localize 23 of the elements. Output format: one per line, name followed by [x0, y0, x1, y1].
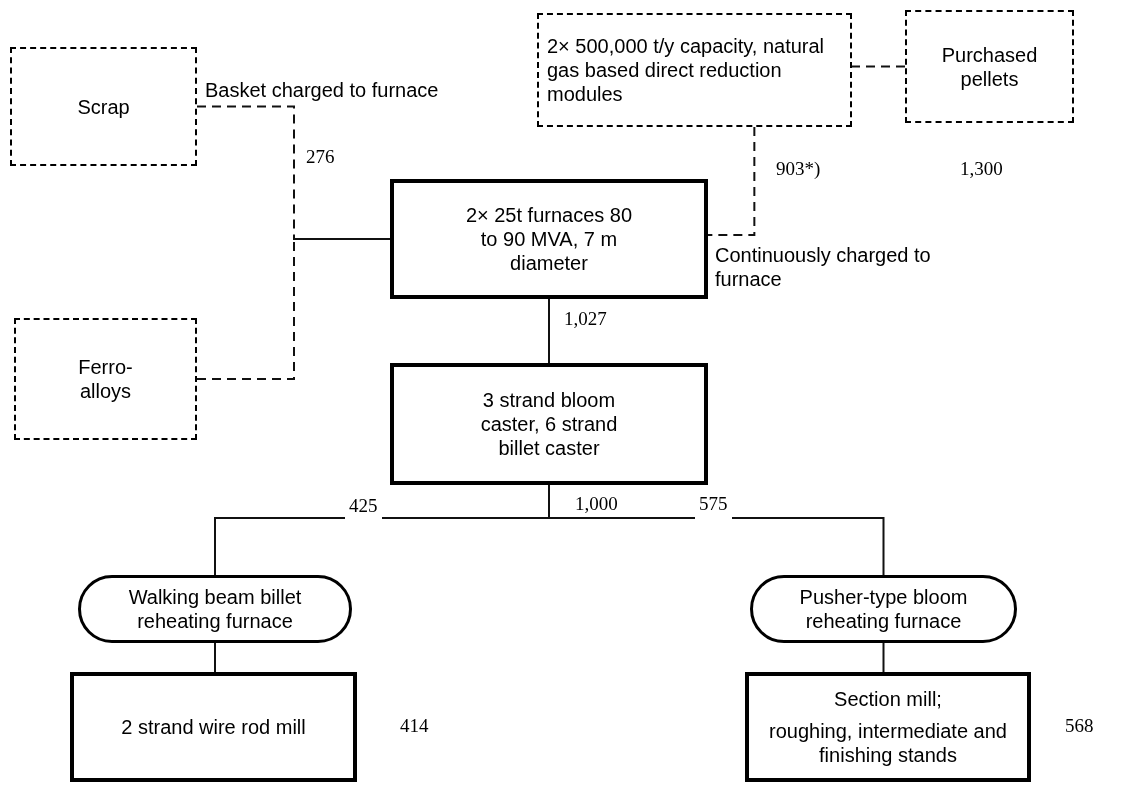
connector-line — [882, 642, 885, 673]
dashed-connector — [851, 65, 906, 68]
input-box: Purchased pellets — [905, 10, 1074, 123]
flow-quantity: 1,300 — [960, 157, 1004, 181]
input-box: Scrap — [10, 47, 197, 166]
process-box: 2 strand wire rod mill — [70, 672, 357, 782]
process-box: 2× 25t furnaces 80 to 90 MVA, 7 m diameter — [390, 179, 708, 299]
flow-quantity: 568 — [1065, 714, 1095, 738]
dashed-connector — [707, 126, 756, 236]
input-box: Ferro- alloys — [14, 318, 197, 440]
connector-line — [214, 642, 216, 673]
input-box: 2× 500,000 t/y capacity, natural gas based direct reduction modules — [537, 13, 852, 127]
flow-quantity: 414 — [400, 714, 430, 738]
dashed-connector — [196, 238, 391, 380]
process-box: Section mill; roughing, intermediate and finishing stands — [745, 672, 1031, 782]
flow-quantity: 1,000 — [575, 492, 619, 516]
note-text: Continuously charged to furnace — [715, 243, 932, 291]
process-box: 3 strand bloom caster, 6 strand billet caster — [390, 363, 708, 485]
furnace-box: Pusher-type bloom reheating furnace — [750, 575, 1017, 643]
note-text: Basket charged to furnace — [205, 78, 440, 102]
furnace-box: Walking beam billet reheating furnace — [78, 575, 352, 643]
connector-line — [548, 298, 550, 364]
flow-quantity: 276 — [306, 145, 336, 169]
